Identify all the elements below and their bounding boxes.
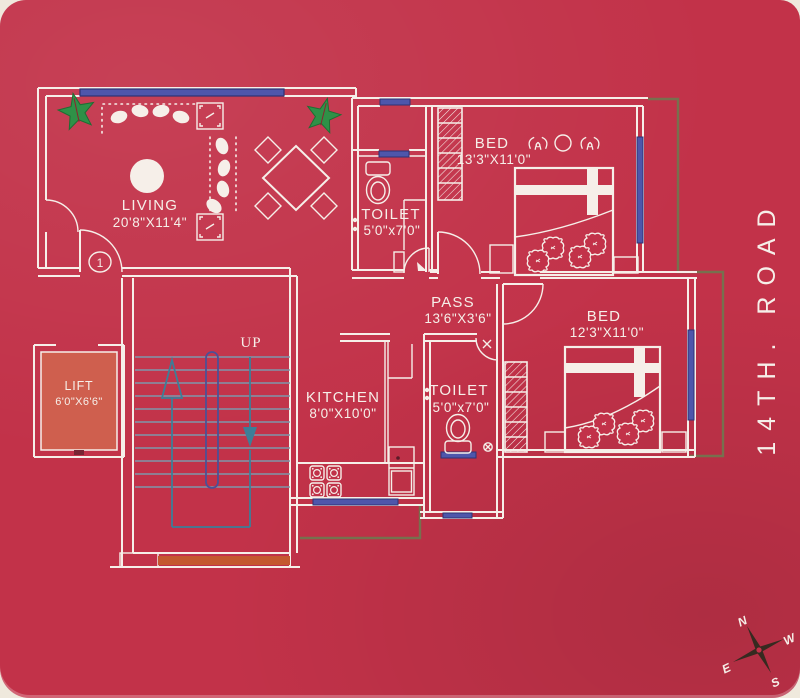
pillow bbox=[577, 425, 601, 449]
toilet1: TOILET 5'0"x7'0" bbox=[352, 161, 430, 274]
sink-unit bbox=[388, 446, 415, 496]
toilet1-top-window bbox=[379, 98, 411, 106]
property-outline bbox=[300, 97, 725, 540]
pass-dims: 13'6"X3'6" bbox=[424, 311, 491, 326]
dining-chair bbox=[310, 136, 338, 164]
living-side-arc bbox=[45, 199, 79, 233]
bed2-label: BED bbox=[587, 308, 621, 325]
pass-label: PASS bbox=[431, 294, 475, 311]
stair-divider bbox=[205, 351, 219, 489]
stair-treads bbox=[135, 356, 290, 488]
counter-edge bbox=[384, 341, 389, 463]
living-room: 1 bbox=[54, 89, 345, 273]
toilet2: TOILET 5'0"x7'0" bbox=[424, 337, 499, 454]
bed1-door bbox=[437, 231, 481, 275]
compass-east: E bbox=[720, 660, 734, 676]
floor-drain-icon bbox=[483, 442, 493, 452]
bedside-table bbox=[661, 431, 687, 453]
compass-rose-icon: N W E S bbox=[720, 613, 799, 690]
living-label: LIVING bbox=[122, 197, 178, 214]
toilet1-label: TOILET bbox=[361, 206, 420, 223]
toilet1-vent-window bbox=[378, 150, 410, 158]
plant-icon bbox=[302, 93, 345, 135]
sofa bbox=[101, 103, 237, 214]
bed1-label: BED bbox=[475, 135, 509, 152]
tap-icon bbox=[352, 226, 358, 232]
toilet2-vent-window bbox=[442, 512, 473, 519]
lift-label: LIFT bbox=[65, 379, 94, 393]
dining-chair bbox=[310, 192, 338, 220]
lift: LIFT 6'0"X6'6" bbox=[33, 344, 125, 458]
compass-south: S bbox=[769, 674, 782, 690]
kitchen-label: KITCHEN bbox=[306, 389, 380, 406]
entrance-door-tag bbox=[88, 251, 112, 273]
side-table bbox=[196, 102, 224, 130]
toilet1-door bbox=[403, 247, 430, 274]
bed1-dims: 13'3"X11'0" bbox=[457, 152, 531, 167]
double-bed bbox=[563, 345, 662, 454]
toilet-wc-icon bbox=[444, 413, 472, 454]
tap-icon bbox=[424, 395, 430, 401]
windows bbox=[79, 88, 695, 519]
stair-up-label: UP bbox=[240, 335, 261, 351]
ceiling-decor bbox=[528, 134, 600, 152]
walls bbox=[37, 87, 697, 568]
round-table bbox=[130, 159, 164, 193]
toilet-wc-icon bbox=[365, 161, 391, 205]
bed2-window bbox=[687, 329, 695, 421]
passage: PASS 13'6"X3'6" bbox=[424, 294, 491, 326]
kitchen-dims: 8'0"X10'0" bbox=[309, 406, 376, 421]
toilet2-door bbox=[475, 337, 499, 361]
lift-dims: 6'0"X6'6" bbox=[55, 396, 102, 408]
kitchen-window bbox=[312, 498, 399, 506]
toilet1-dims: 5'0"x7'0" bbox=[364, 223, 421, 238]
stair-landing-step bbox=[119, 552, 159, 568]
toilet2-dims: 5'0"x7'0" bbox=[433, 400, 490, 415]
pillow bbox=[568, 245, 592, 269]
compass-north: N bbox=[735, 613, 749, 629]
kitchen-closet bbox=[388, 344, 413, 379]
road-label: 14TH. ROAD bbox=[753, 198, 781, 455]
stair-threshold bbox=[158, 556, 290, 565]
dining-table bbox=[254, 136, 338, 220]
bedroom2: BED 12'3"X11'0" bbox=[502, 283, 687, 454]
kitchen: KITCHEN 8'0"X10'0" bbox=[297, 341, 424, 498]
bedside-table bbox=[613, 256, 639, 274]
toilet2-shelf bbox=[440, 451, 477, 459]
bed2-dims: 12'3"X11'0" bbox=[570, 325, 644, 340]
living-window bbox=[79, 88, 285, 97]
bed2-door bbox=[502, 283, 544, 325]
door-mark-icon bbox=[482, 339, 492, 349]
dining-chair bbox=[254, 192, 282, 220]
tap-icon bbox=[424, 387, 430, 393]
staircase: UP bbox=[135, 335, 290, 565]
bedroom1: BED 13'3"X11'0" bbox=[437, 107, 639, 277]
double-bed bbox=[513, 166, 615, 277]
toilet1-step bbox=[393, 251, 405, 273]
stove-burner-icon bbox=[326, 482, 342, 498]
compass-west: W bbox=[781, 630, 799, 648]
bedside-table bbox=[544, 431, 566, 453]
entrance-door-number: 1 bbox=[97, 256, 104, 270]
stove-burner-icon bbox=[309, 482, 325, 498]
stair-direction-arrows bbox=[160, 356, 257, 528]
bedside-table bbox=[489, 244, 514, 274]
tap-icon bbox=[352, 217, 358, 223]
entrance-door: 1 bbox=[79, 229, 123, 273]
bed1-window bbox=[636, 136, 644, 244]
side-table bbox=[196, 213, 224, 241]
pillow bbox=[526, 249, 550, 273]
stove-burner-icon bbox=[326, 465, 342, 481]
toilet2-label: TOILET bbox=[429, 382, 488, 399]
pillow bbox=[616, 422, 640, 446]
living-dims: 20'8"X11'4" bbox=[113, 215, 187, 230]
dining-chair bbox=[254, 136, 282, 164]
stove-burner-icon bbox=[309, 465, 325, 481]
